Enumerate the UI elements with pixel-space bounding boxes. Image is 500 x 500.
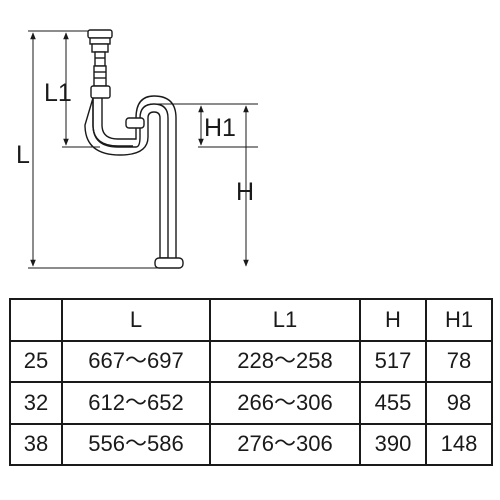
table-cell: 276～306 xyxy=(209,422,361,466)
table-cell: 148 xyxy=(425,422,493,466)
table-row: 32 612～652 266～306 455 98 xyxy=(9,381,493,425)
dimension-table: L L1 H H1 25 667～697 228～258 517 78 32 6… xyxy=(9,298,493,466)
table-row: 38 556～586 276～306 390 148 xyxy=(9,422,493,466)
table-cell: 612～652 xyxy=(61,381,211,425)
header-cell-h1: H1 xyxy=(425,298,493,342)
s-trap-diagram: L L1 H1 H xyxy=(16,29,258,269)
table-header-row: L L1 H H1 xyxy=(9,298,493,342)
header-cell-l1: L1 xyxy=(209,298,361,342)
table-cell: 517 xyxy=(359,339,427,383)
header-cell-h: H xyxy=(359,298,427,342)
table-cell: 390 xyxy=(359,422,427,466)
table-cell: 25 xyxy=(9,339,63,383)
table-cell: 38 xyxy=(9,422,63,466)
header-cell-l: L xyxy=(61,298,211,342)
header-cell-size xyxy=(9,298,63,342)
table-cell: 78 xyxy=(425,339,493,383)
table-cell: 228～258 xyxy=(209,339,361,383)
table-cell: 98 xyxy=(425,381,493,425)
trap-pipe xyxy=(84,29,184,269)
table-cell: 556～586 xyxy=(61,422,211,466)
label-h1: H1 xyxy=(204,114,236,142)
table-row: 25 667～697 228～258 517 78 xyxy=(9,339,493,383)
table-cell: 32 xyxy=(9,381,63,425)
label-h: H xyxy=(236,178,254,206)
label-l1: L1 xyxy=(44,79,72,107)
table-cell: 455 xyxy=(359,381,427,425)
table-cell: 266～306 xyxy=(209,381,361,425)
label-l: L xyxy=(16,141,30,169)
table-cell: 667～697 xyxy=(61,339,211,383)
dimension-lines xyxy=(30,32,249,267)
